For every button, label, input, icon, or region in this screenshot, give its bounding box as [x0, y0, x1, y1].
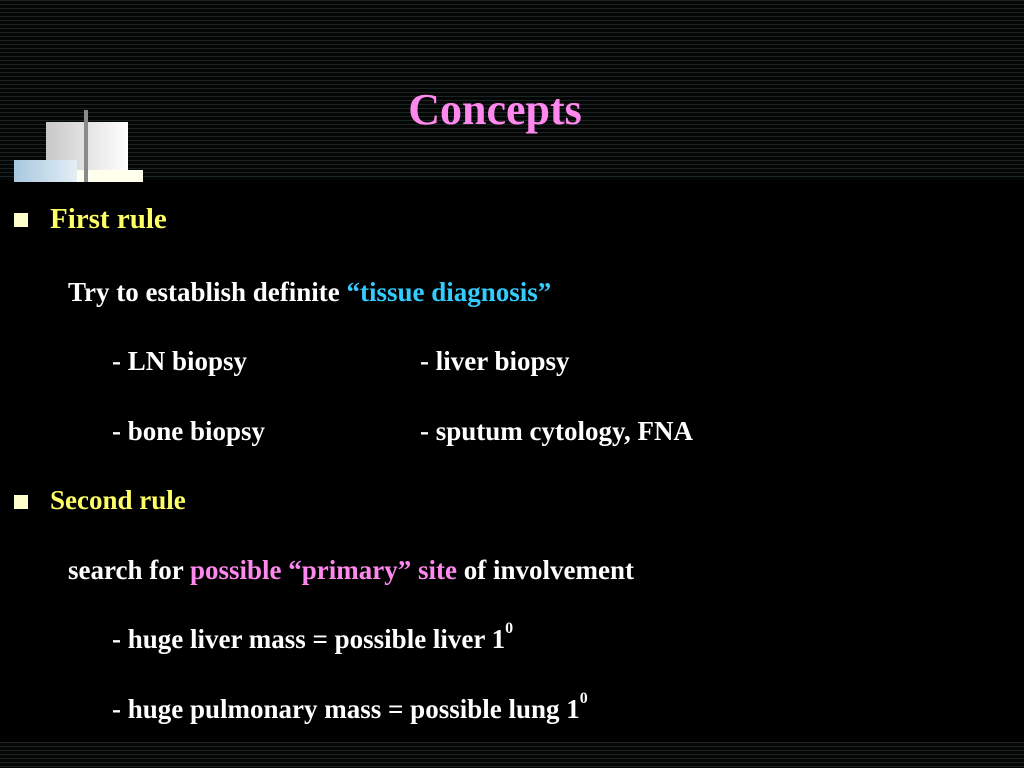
list-item-text: huge liver mass = possible liver 1 — [127, 624, 506, 654]
first-rule-intro-text: Try to establish definite — [68, 277, 347, 307]
list-item: - bone biopsy — [112, 416, 265, 447]
first-rule-intro: Try to establish definite “tissue diagno… — [68, 277, 551, 308]
dash-bullet: - — [112, 416, 121, 446]
second-rule-intro-tail: of involvement — [456, 555, 634, 585]
dash-bullet: - — [112, 694, 121, 724]
primary-site-highlight: possible “primary” site — [189, 555, 457, 585]
list-item: - sputum cytology, FNA — [420, 416, 693, 447]
list-item-text: huge pulmonary mass = possible lung 1 — [127, 694, 580, 724]
dash-bullet: - — [420, 346, 429, 376]
decorative-logo — [14, 110, 143, 182]
list-item: - huge pulmonary mass = possible lung 10 — [112, 690, 588, 725]
bullet-square — [14, 213, 28, 227]
slide-title: Concepts — [408, 85, 582, 134]
dash-bullet: - — [420, 416, 429, 446]
footer-band — [0, 742, 1024, 768]
list-item: - liver biopsy — [420, 346, 570, 377]
list-item-text: LN biopsy — [127, 346, 248, 376]
header-band — [0, 0, 1024, 180]
list-item-text: liver biopsy — [435, 346, 570, 376]
first-rule-heading: First rule — [50, 203, 167, 235]
dash-bullet: - — [112, 346, 121, 376]
superscript: 0 — [505, 620, 514, 637]
second-rule-intro-text: search for — [68, 555, 190, 585]
tissue-diagnosis-highlight: “tissue diagnosis” — [346, 277, 552, 307]
dash-bullet: - — [112, 624, 121, 654]
second-rule-intro: search for possible “primary” site of in… — [68, 555, 634, 586]
bullet-square — [14, 495, 28, 509]
list-item: - huge liver mass = possible liver 10 — [112, 620, 513, 655]
list-item-text: sputum cytology, FNA — [435, 416, 694, 446]
list-item: - LN biopsy — [112, 346, 247, 377]
superscript: 0 — [579, 690, 588, 707]
second-rule-heading: Second rule — [50, 485, 186, 515]
list-item-text: bone biopsy — [127, 416, 266, 446]
